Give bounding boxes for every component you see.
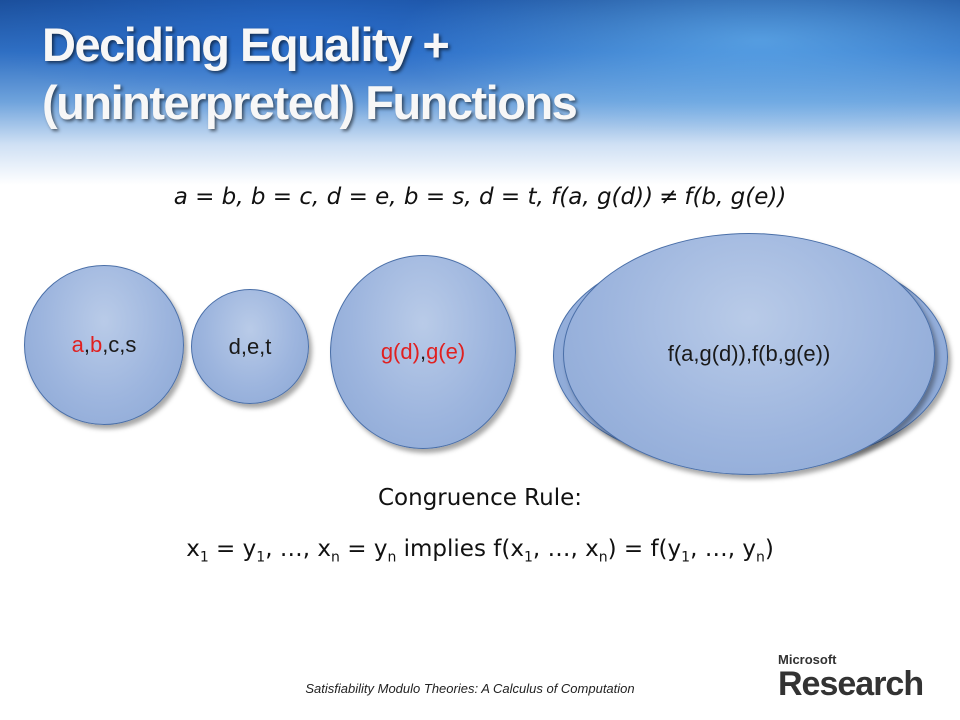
term-b: b: [89, 332, 103, 357]
title-line-2: (uninterpreted) Functions: [42, 76, 578, 129]
equivalence-class-f: f(a,g(d)),f(b,g(e)): [563, 233, 935, 475]
equivalence-class-det: d,e,t: [191, 289, 309, 404]
term-gd: g(d): [380, 339, 420, 364]
comma: ,: [419, 339, 427, 364]
formula-left: a = b, b = c, d = e, b = s, d = t, f(a, …: [173, 184, 654, 210]
term-rest: ,c,s: [102, 332, 137, 357]
slide-title: Deciding Equality + (uninterpreted) Func…: [42, 16, 578, 132]
bubble-label-f: f(a,g(d)),f(b,g(e)): [667, 341, 831, 366]
rule-ellipsis-y: , …, y: [690, 536, 756, 562]
header-band: [0, 0, 960, 185]
term-ge: g(e): [426, 339, 466, 364]
rule-ellipsis-x: , …, x: [265, 536, 332, 562]
rule-sub-n: n: [387, 549, 397, 566]
bubble-label-abcs: a,b,c,s: [72, 332, 137, 358]
rule-sub-n: n: [755, 549, 765, 566]
bubble-label-g: g(d),g(e): [381, 339, 465, 365]
rule-x: x: [186, 536, 200, 562]
rule-close: ): [764, 536, 774, 562]
rule-implies: implies f(x: [396, 536, 524, 562]
equivalence-class-g: g(d),g(e): [330, 255, 516, 449]
rule-ellipsis-x: , …, x: [532, 536, 599, 562]
comma: ,: [83, 332, 90, 357]
microsoft-research-logo: Microsoft Research: [778, 652, 938, 702]
rule-eq-y: = y: [208, 536, 257, 562]
rule-sub: 1: [681, 549, 691, 566]
congruence-rule-formula: x1 = y1, …, xn = yn implies f(x1, …, xn)…: [0, 536, 960, 566]
rule-sub: 1: [199, 549, 209, 566]
term-a: a: [71, 332, 84, 357]
rule-sub: 1: [256, 549, 266, 566]
rule-sub-n: n: [598, 549, 608, 566]
not-equal-symbol: ≠: [659, 184, 679, 210]
logo-microsoft: Microsoft: [778, 652, 837, 667]
equation-formula: a = b, b = c, d = e, b = s, d = t, f(a, …: [0, 184, 960, 210]
title-line-1: Deciding Equality +: [42, 18, 450, 71]
rule-close-eq: ) = f(y: [607, 536, 682, 562]
rule-eq-y: = y: [339, 536, 388, 562]
logo-research: Research: [778, 665, 924, 703]
equivalence-class-abcs: a,b,c,s: [24, 265, 184, 425]
formula-right: f(b, g(e)): [684, 184, 787, 210]
footer-text: Satisfiability Modulo Theories: A Calcul…: [305, 681, 635, 696]
rule-sub: 1: [523, 549, 533, 566]
rule-sub-n: n: [331, 549, 340, 566]
bubble-label-det: d,e,t: [228, 333, 272, 359]
congruence-rule-title: Congruence Rule:: [378, 485, 582, 511]
